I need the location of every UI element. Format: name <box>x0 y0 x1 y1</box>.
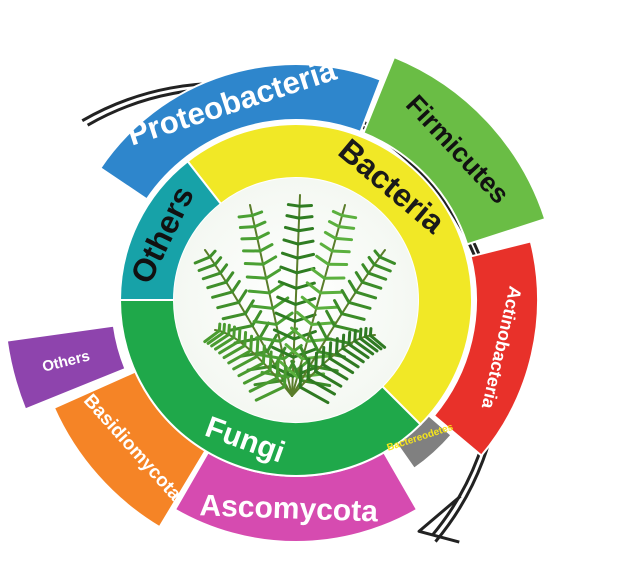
palm-leaves-illustration <box>174 178 418 422</box>
outer-label-ascomycota: Ascomycota <box>199 489 379 528</box>
